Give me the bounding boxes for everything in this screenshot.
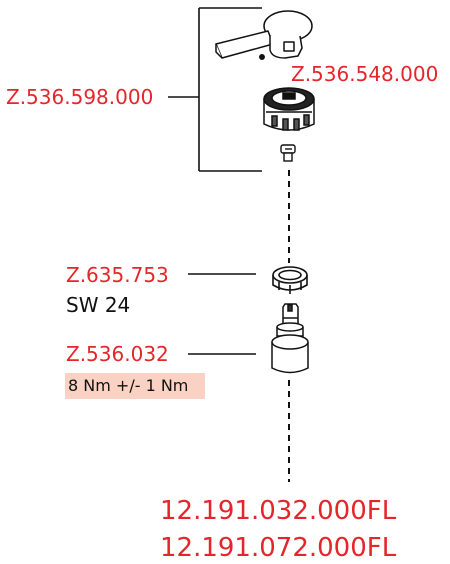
handle-lever bbox=[215, 10, 313, 60]
part-label-z536032: Z.536.032 bbox=[66, 342, 169, 366]
screw bbox=[280, 144, 296, 162]
torque-spec-badge: 8 Nm +/- 1 Nm bbox=[65, 373, 205, 399]
article-number-1: 12.191.032.000FL bbox=[160, 496, 397, 526]
group-bracket bbox=[168, 7, 262, 172]
part-label-z536548000: Z.536.548.000 bbox=[291, 62, 439, 86]
wrench-size-label: SW 24 bbox=[66, 293, 131, 317]
part-label-z635753: Z.635.753 bbox=[66, 263, 169, 287]
part-label-z536598000: Z.536.598.000 bbox=[6, 85, 154, 109]
article-number-2: 12.191.072.000FL bbox=[160, 533, 397, 563]
cartridge bbox=[271, 303, 309, 374]
cartridge-cap bbox=[263, 87, 315, 131]
leader-lines bbox=[188, 273, 256, 355]
nut bbox=[272, 266, 308, 294]
